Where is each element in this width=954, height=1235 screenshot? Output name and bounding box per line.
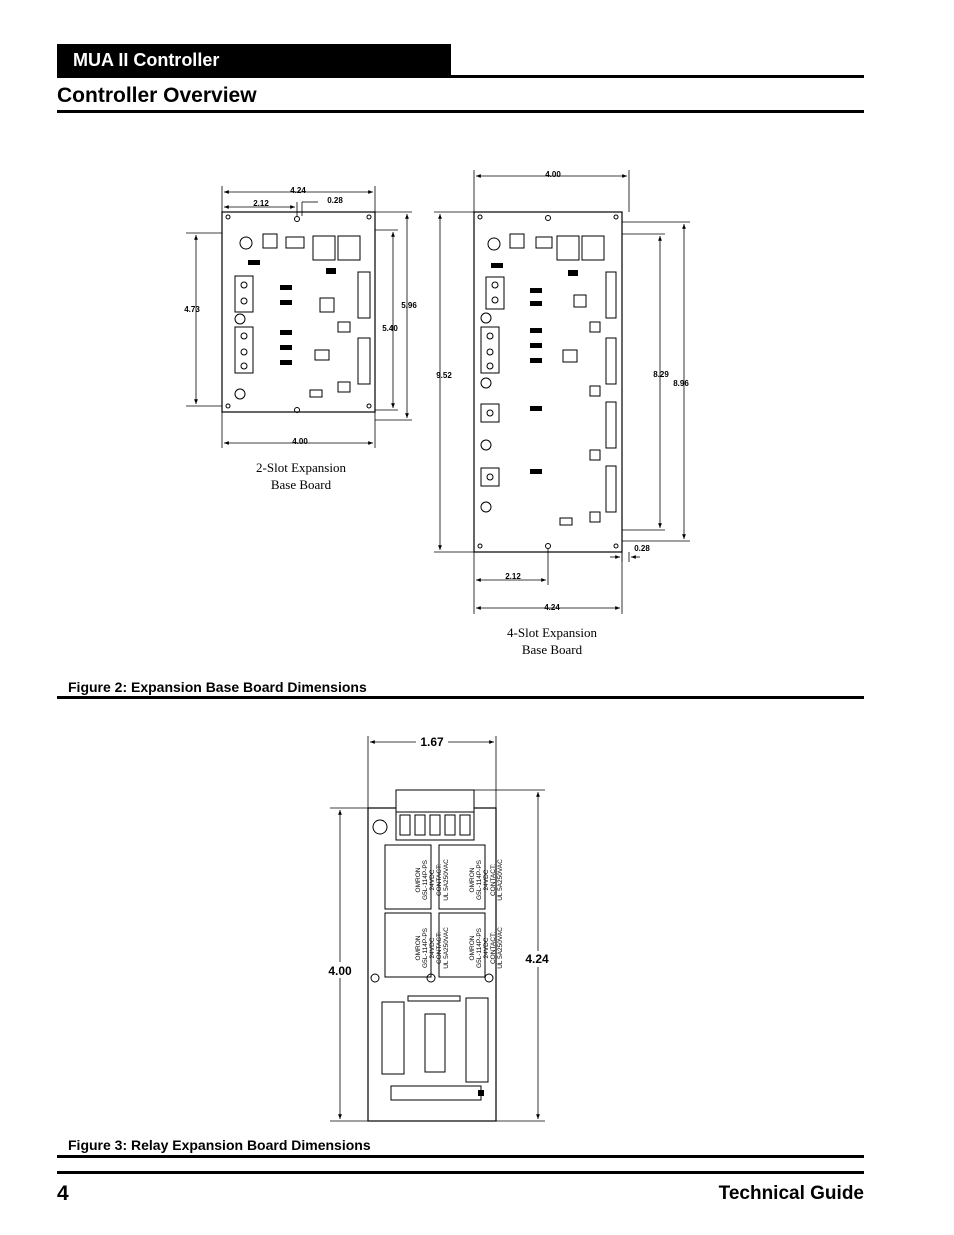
dim-2slot-bottom-width: 4.00 <box>292 437 308 446</box>
relay-k2-line2: G5L-114P-PS <box>476 859 483 900</box>
page-number: 4 <box>57 1182 69 1205</box>
dim-2slot-half-width: 2.12 <box>253 199 269 208</box>
dim-4slot-notch: 0.28 <box>634 544 650 553</box>
four-slot-label-line2: Base Board <box>522 642 583 657</box>
two-slot-dimensions <box>186 186 412 448</box>
dim-relay-width: 1.67 <box>420 735 444 749</box>
section-header: MUA II Controller <box>57 44 451 77</box>
relay-k2-line3: 24VDC <box>483 869 490 890</box>
figure2-caption: Figure 2: Expansion Base Board Dimension… <box>68 679 367 695</box>
two-slot-label-line1: 2-Slot Expansion <box>256 460 346 475</box>
dim-2slot-inner-height: 5.40 <box>382 324 398 333</box>
relay-k1-line1: OMRON <box>415 867 422 892</box>
relay-labels: OMRON G5L-114P-PS 24VDC CONTACT: UL 5A25… <box>415 859 504 969</box>
relay-board <box>367 789 497 1122</box>
dim-2slot-notch: 0.28 <box>327 196 343 205</box>
relay-k4-line5: UL 5A250VAC <box>497 927 504 969</box>
title-rule <box>57 110 864 113</box>
relay-k2-line4: CONTACT: <box>490 864 497 896</box>
dim-4slot-bottom-width: 4.24 <box>544 603 560 612</box>
header-rule <box>57 75 864 78</box>
relay-k4-line3: 24VDC <box>483 937 490 958</box>
two-slot-label-line2: Base Board <box>271 477 332 492</box>
dim-relay-outer-height: 4.24 <box>525 952 549 966</box>
dim-4slot-outer-height: 8.96 <box>673 379 689 388</box>
dim-2slot-outer-height: 5.96 <box>401 301 417 310</box>
dim-2slot-top-width: 4.24 <box>290 186 306 195</box>
section-title: MUA II Controller <box>73 50 220 70</box>
dim-4slot-half-width: 2.12 <box>505 572 521 581</box>
dim-2slot-left-height: 4.73 <box>184 305 200 314</box>
dim-4slot-top-width: 4.00 <box>545 170 561 179</box>
figure3-rule <box>57 1155 864 1158</box>
figure2-rule <box>57 696 864 699</box>
four-slot-label-line1: 4-Slot Expansion <box>507 625 597 640</box>
four-slot-dimensions <box>434 170 690 614</box>
relay-k1-line3: 24VDC <box>429 869 436 890</box>
relay-k2-line1: OMRON <box>469 867 476 892</box>
dim-relay-inner-height: 4.00 <box>328 964 352 978</box>
dim-4slot-inner-height: 8.29 <box>653 370 669 379</box>
relay-k4-line4: CONTACT: <box>490 932 497 964</box>
relay-k3-line5: UL 5A250VAC <box>443 927 450 969</box>
footer-guide-title: Technical Guide <box>718 1183 864 1204</box>
dim-4slot-left-height: 9.52 <box>436 371 452 380</box>
relay-k3-line3: 24VDC <box>429 937 436 958</box>
relay-k2-line5: UL 5A250VAC <box>497 859 504 901</box>
relay-k1-line4: CONTACT: <box>436 864 443 896</box>
relay-k4-line1: OMRON <box>469 935 476 960</box>
figure3-caption: Figure 3: Relay Expansion Board Dimensio… <box>68 1137 371 1153</box>
relay-k3-line4: CONTACT: <box>436 932 443 964</box>
dim-relay-width-bg <box>416 733 448 749</box>
relay-k3-line1: OMRON <box>415 935 422 960</box>
two-slot-board <box>221 211 376 413</box>
relay-k1-line5: UL 5A250VAC <box>443 859 450 901</box>
footer-rule <box>57 1171 864 1174</box>
relay-k1-line2: G5L-114P-PS <box>422 859 429 900</box>
relay-k3-line2: G5L-114P-PS <box>422 927 429 968</box>
four-slot-board <box>473 211 623 553</box>
page-title: Controller Overview <box>57 84 257 107</box>
dim-relay-inner-height-bg <box>324 962 358 978</box>
relay-k4-line2: G5L-114P-PS <box>476 927 483 968</box>
dim-relay-outer-height-bg <box>520 951 554 967</box>
